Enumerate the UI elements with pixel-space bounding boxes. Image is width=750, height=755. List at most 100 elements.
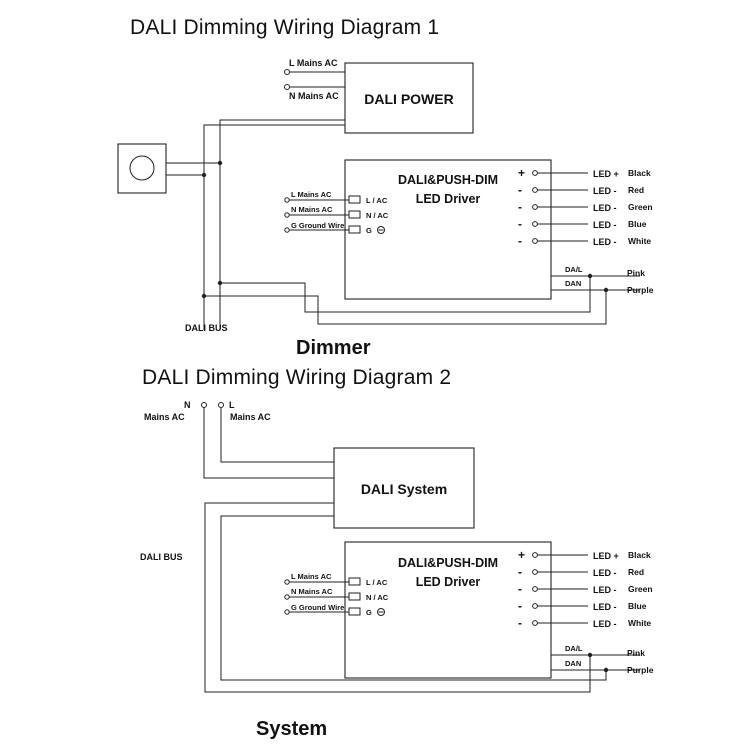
output-label: LED -: [593, 220, 617, 230]
svg-text:G: G: [366, 226, 372, 235]
output-label: LED -: [593, 602, 617, 612]
output-label: LED +: [593, 551, 619, 561]
output-color: White: [628, 618, 651, 628]
diagram1-title: DALI Dimming Wiring Diagram 1: [130, 16, 439, 39]
dali-system-label: DALI System: [361, 481, 447, 497]
mains-l-terminal: [218, 402, 224, 408]
svg-text:L Mains AC: L Mains AC: [291, 572, 332, 581]
driver1-output-4: - LED - White: [518, 234, 651, 248]
output-sign: -: [518, 616, 522, 630]
driver1-input-n: N Mains AC N / AC: [284, 205, 389, 220]
dimmer-box: [117, 143, 167, 194]
driver2-da-label: DA/L: [565, 644, 583, 653]
driver1-outputs: + LED + Black - LED - Red - LED - Green - LED - Blu…: [518, 166, 653, 248]
diagram2-n-letter: N: [184, 400, 191, 410]
mains-l-terminal: [284, 69, 290, 75]
driver1-title-line1: DALI&PUSH-DIM: [398, 173, 498, 187]
dali-power-box: [344, 62, 474, 134]
driver2-output-1: - LED - Red: [518, 565, 644, 579]
driver2-title-line2: LED Driver: [416, 575, 481, 589]
svg-text:N / AC: N / AC: [366, 593, 389, 602]
driver1-pink-label: Pink: [627, 268, 645, 278]
output-label: LED -: [593, 186, 617, 196]
driver1-output-3: - LED - Blue: [518, 217, 647, 231]
output-color: Green: [628, 584, 653, 594]
driver2-dan-label: DAN: [565, 659, 581, 668]
mains-n-terminal: [284, 84, 290, 90]
diagram2-title: DALI Dimming Wiring Diagram 2: [142, 366, 451, 389]
output-color: Blue: [628, 601, 647, 611]
driver1-output-0: + LED + Black: [518, 166, 651, 180]
dali-power-label: DALI POWER: [364, 91, 453, 107]
output-sign: -: [518, 217, 522, 231]
output-sign: -: [518, 183, 522, 197]
driver1-output-2: - LED - Green: [518, 200, 653, 214]
driver1-input-g: G Ground Wire G: [284, 221, 385, 235]
driver2-input-n: N Mains AC N / AC: [284, 587, 389, 602]
output-color: Black: [628, 168, 651, 178]
driver1-input-l: L Mains AC L / AC: [284, 190, 388, 205]
driver2-output-3: - LED - Blue: [518, 599, 647, 613]
output-sign: -: [518, 599, 522, 613]
mains-n-terminal: [201, 402, 207, 408]
junction-dot: [217, 160, 223, 166]
driver2-pink-label: Pink: [627, 648, 645, 658]
output-color: Green: [628, 202, 653, 212]
output-sign: -: [518, 234, 522, 248]
diagram2-bus-label: DALI BUS: [140, 552, 183, 562]
output-color: Red: [628, 567, 644, 577]
driver2-purple-label: Purple: [627, 665, 654, 675]
diagram2-mains-n-label: Mains AC: [144, 412, 185, 422]
driver2-outputs: + LED + Black - LED - Red - LED - Green - LED - Blu…: [518, 548, 653, 630]
svg-text:L / AC: L / AC: [366, 578, 388, 587]
output-label: LED -: [593, 585, 617, 595]
output-label: LED -: [593, 619, 617, 629]
ground-icon: [377, 608, 385, 616]
diagram1-mains-n-label: N Mains AC: [289, 91, 339, 101]
output-sign: -: [518, 200, 522, 214]
svg-text:N Mains AC: N Mains AC: [291, 205, 333, 214]
driver2-output-2: - LED - Green: [518, 582, 653, 596]
driver1-da-label: DA/L: [565, 265, 583, 274]
output-sign: -: [518, 565, 522, 579]
junction-dot: [201, 172, 207, 178]
driver1-title-line2: LED Driver: [416, 192, 481, 206]
driver2-input-l: L Mains AC L / AC: [284, 572, 388, 587]
dali-system-box: [333, 447, 475, 529]
dimmer-knob-icon: [129, 155, 155, 181]
svg-text:G: G: [366, 608, 372, 617]
diagram2-caption: System: [256, 718, 327, 740]
driver1-purple-label: Purple: [627, 285, 654, 295]
svg-text:G Ground Wire: G Ground Wire: [291, 603, 344, 612]
diagram2-l-letter: L: [229, 400, 235, 410]
svg-text:L Mains AC: L Mains AC: [291, 190, 332, 199]
diagram2-mains-l-label: Mains AC: [230, 412, 271, 422]
led-driver-box-2: [344, 541, 552, 679]
output-label: LED +: [593, 169, 619, 179]
svg-text:N Mains AC: N Mains AC: [291, 587, 333, 596]
output-color: Black: [628, 550, 651, 560]
output-color: Blue: [628, 219, 647, 229]
ground-icon: [377, 226, 385, 234]
output-label: LED -: [593, 237, 617, 247]
output-label: LED -: [593, 568, 617, 578]
driver2-output-4: - LED - White: [518, 616, 651, 630]
output-color: Red: [628, 185, 644, 195]
diagram1-mains-l-label: L Mains AC: [289, 58, 338, 68]
output-color: White: [628, 236, 651, 246]
driver2-title-line1: DALI&PUSH-DIM: [398, 556, 498, 570]
diagram1-bus-label: DALI BUS: [185, 323, 228, 333]
output-sign: -: [518, 582, 522, 596]
svg-text:N / AC: N / AC: [366, 211, 389, 220]
driver1-output-1: - LED - Red: [518, 183, 644, 197]
output-label: LED -: [593, 203, 617, 213]
driver2-input-g: G Ground Wire G: [284, 603, 385, 617]
driver1-dan-label: DAN: [565, 279, 581, 288]
output-sign: +: [518, 548, 525, 562]
output-sign: +: [518, 166, 525, 180]
svg-text:G Ground Wire: G Ground Wire: [291, 221, 344, 230]
svg-text:L / AC: L / AC: [366, 196, 388, 205]
driver2-output-0: + LED + Black: [518, 548, 651, 562]
